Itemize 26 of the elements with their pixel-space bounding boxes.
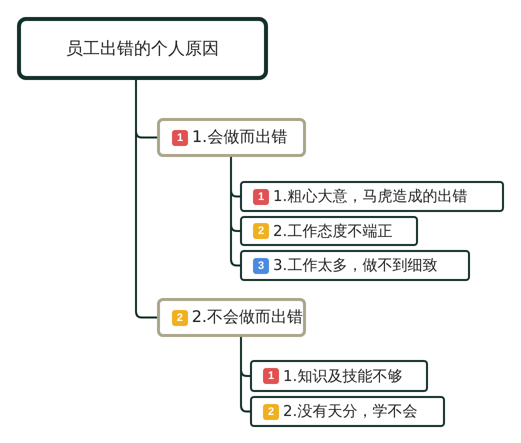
subtopic-box <box>240 216 418 246</box>
subtopic-box <box>250 396 445 427</box>
priority-badge: 1 <box>253 188 269 204</box>
subtopic-box <box>240 250 470 281</box>
connector-line <box>240 337 250 412</box>
topic-text: 员工出错的个人原因 <box>66 38 219 60</box>
subtopic-box <box>240 181 504 212</box>
topic-text: 3.工作太多，做不到细致 <box>273 256 438 275</box>
topic-box <box>17 17 268 80</box>
subtopic-box <box>157 298 306 337</box>
connector-line <box>230 157 240 266</box>
priority-badge: 3 <box>253 258 269 274</box>
topic-text: 2.没有天分，学不会 <box>283 402 418 421</box>
priority-badge: 1 <box>263 368 279 384</box>
topic-text: 1.粗心大意，马虎造成的出错 <box>273 187 468 206</box>
topic-text: 2.工作态度不端正 <box>273 222 392 240</box>
topic-text: 1.会做而出错 <box>192 127 288 148</box>
topic-text: 1.知识及技能不够 <box>283 366 402 386</box>
priority-badge: 2 <box>253 223 269 239</box>
priority-badge: 2 <box>172 310 188 326</box>
subtopic-box <box>250 360 428 392</box>
priority-badge: 2 <box>263 404 279 420</box>
topic-text: 2.不会做而出错 <box>192 307 303 328</box>
connector-line <box>135 80 157 318</box>
subtopic-box <box>157 118 306 157</box>
priority-badge: 1 <box>172 130 188 146</box>
